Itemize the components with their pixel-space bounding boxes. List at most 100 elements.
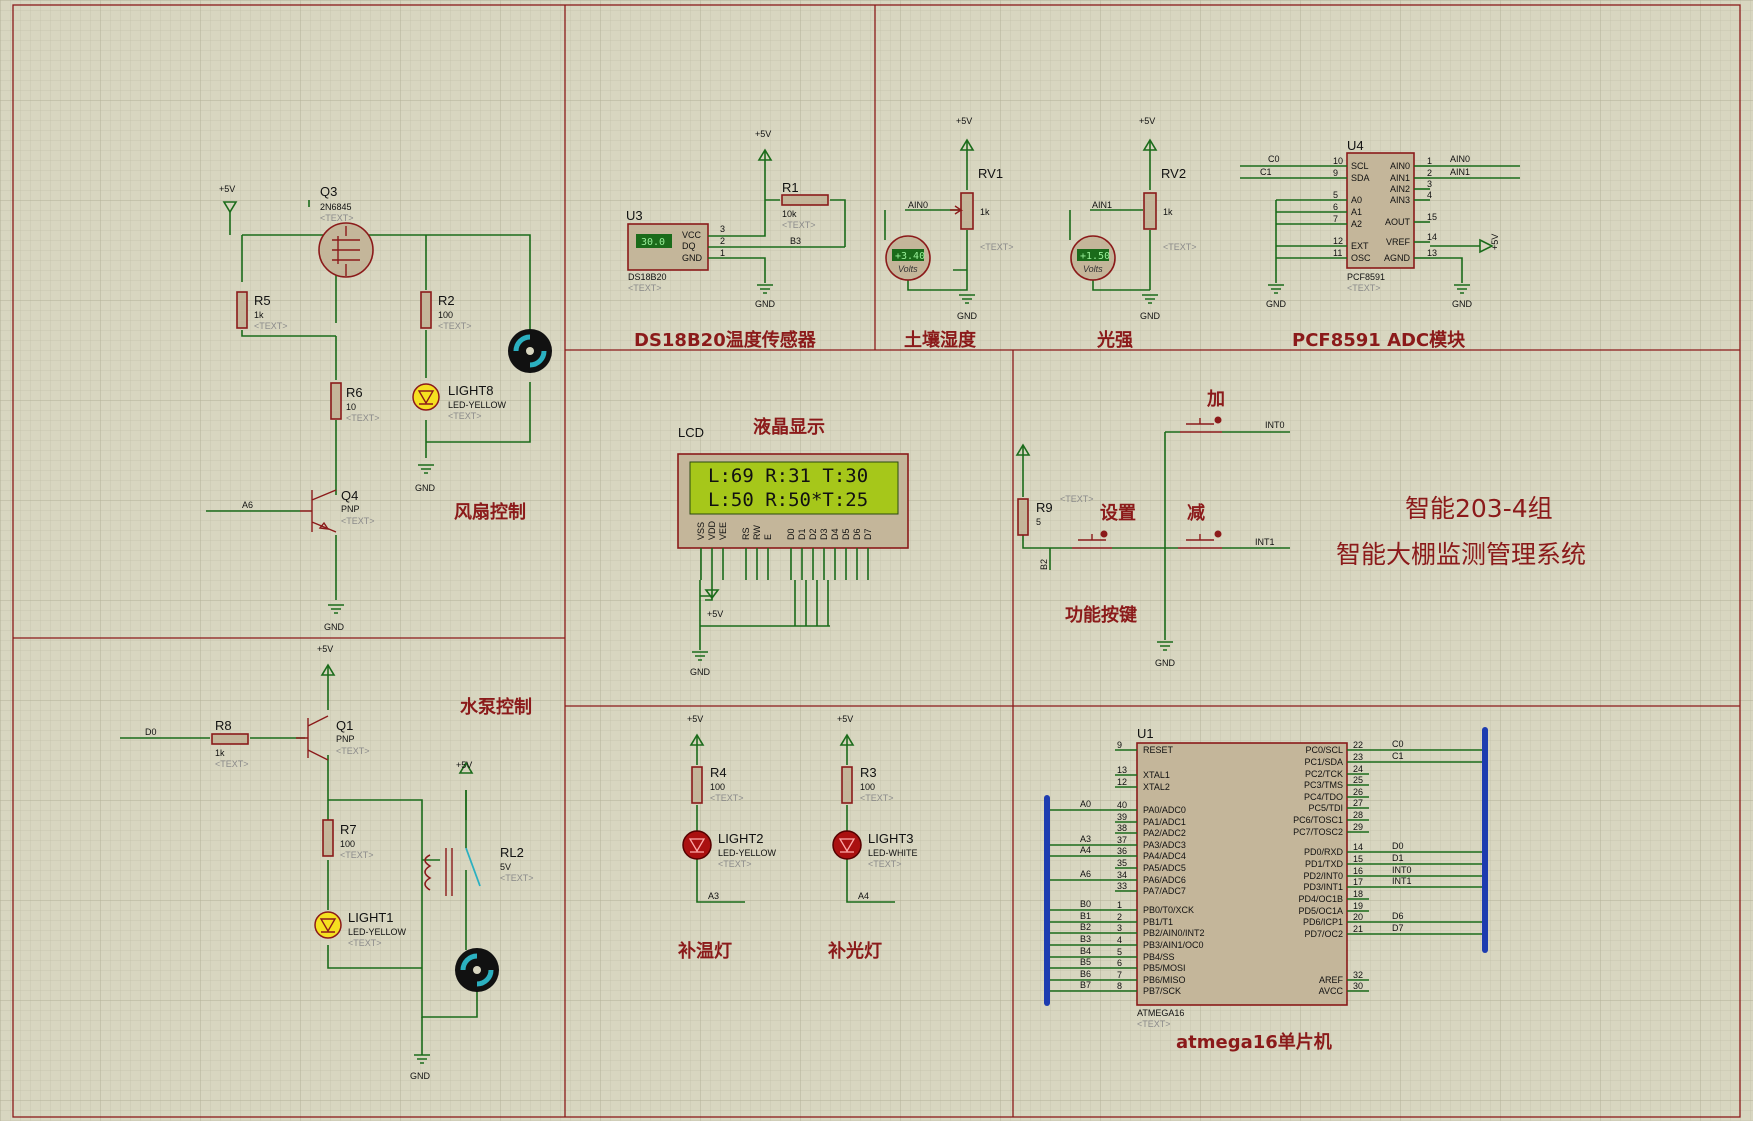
system-name: 智能大棚监测管理系统 bbox=[1336, 540, 1586, 569]
u1-pin-name: PC2/TCK bbox=[1305, 769, 1343, 779]
u4-pin-name: SDA bbox=[1351, 173, 1370, 183]
u1-pin-number: 36 bbox=[1117, 846, 1127, 856]
u1-pin-name: PB4/SS bbox=[1143, 952, 1175, 962]
u1-pin-name: PD1/TXD bbox=[1305, 859, 1344, 869]
svg-text:100: 100 bbox=[860, 782, 875, 792]
section-title-adc: PCF8591 ADC模块 bbox=[1292, 329, 1466, 351]
svg-text:3: 3 bbox=[720, 224, 725, 234]
svg-text:<TEXT>: <TEXT> bbox=[1137, 1019, 1171, 1029]
u1-pin-name: XTAL2 bbox=[1143, 782, 1170, 792]
svg-text:+5V: +5V bbox=[1490, 234, 1500, 250]
section-title-light: 光强 bbox=[1096, 329, 1133, 351]
svg-text:ATMEGA16: ATMEGA16 bbox=[1137, 1008, 1184, 1018]
net-label: D6 bbox=[1392, 911, 1404, 921]
svg-text:10: 10 bbox=[346, 402, 356, 412]
u1-pin-number: 23 bbox=[1353, 752, 1363, 762]
svg-text:GND: GND bbox=[324, 622, 345, 632]
key-plus-button[interactable] bbox=[1180, 416, 1222, 433]
u4-pin-name: SCL bbox=[1351, 161, 1369, 171]
u1-pin-number: 39 bbox=[1117, 812, 1127, 822]
resistor-r8 bbox=[211, 733, 249, 745]
resistor-r4 bbox=[691, 766, 703, 804]
u1-pin-number: 22 bbox=[1353, 740, 1363, 750]
u1-pin-number: 35 bbox=[1117, 858, 1127, 868]
lcd-pin-name: D3 bbox=[819, 528, 829, 540]
u4-pin-name: A1 bbox=[1351, 207, 1362, 217]
u1-pin-number: 19 bbox=[1353, 901, 1363, 911]
soil-moisture-circuit: +5V RV1 1k <TEXT> AIN0 +3.40 Volts GND 土… bbox=[884, 116, 1014, 351]
u1-pin-name: PD7/OC2 bbox=[1304, 929, 1343, 939]
u4-pin-name: AIN1 bbox=[1390, 173, 1410, 183]
svg-text:GND: GND bbox=[1140, 311, 1161, 321]
svg-text:<TEXT>: <TEXT> bbox=[1060, 494, 1094, 504]
net-label: A0 bbox=[1080, 799, 1091, 809]
u1-pin-number: 1 bbox=[1117, 900, 1122, 910]
u1-pin-number: 7 bbox=[1117, 970, 1122, 980]
svg-text:R1: R1 bbox=[782, 180, 799, 195]
section-title-keys: 功能按键 bbox=[1065, 604, 1137, 626]
u1-pin-name: PD3/INT1 bbox=[1303, 882, 1343, 892]
svg-text:10k: 10k bbox=[782, 209, 797, 219]
svg-text:100: 100 bbox=[438, 310, 453, 320]
pcf8591-chip bbox=[1346, 152, 1415, 269]
u1-pin-name: PD4/OC1B bbox=[1298, 894, 1343, 904]
potentiometer-rv1 bbox=[960, 192, 974, 230]
svg-text:+1.50: +1.50 bbox=[1080, 251, 1110, 262]
u1-pin-name: PB1/T1 bbox=[1143, 917, 1173, 927]
svg-text:GND: GND bbox=[682, 253, 703, 263]
u1-pin-name: PB2/AIN0/INT2 bbox=[1143, 928, 1205, 938]
svg-text:U4: U4 bbox=[1347, 138, 1364, 153]
key-set-button[interactable] bbox=[1072, 530, 1112, 549]
net-label: B7 bbox=[1080, 980, 1091, 990]
q3-ref: Q3 bbox=[320, 184, 337, 199]
u1-pin-number: 30 bbox=[1353, 981, 1363, 991]
svg-text:1k: 1k bbox=[254, 310, 264, 320]
section-title-fan: 风扇控制 bbox=[454, 501, 526, 523]
lcd-pin-name: D1 bbox=[797, 528, 807, 540]
svg-text:5: 5 bbox=[1036, 517, 1041, 527]
u1-pin-name: PD0/RXD bbox=[1304, 847, 1344, 857]
u1-pin-number: 4 bbox=[1117, 935, 1122, 945]
u1-pin-name: PA0/ADC0 bbox=[1143, 805, 1186, 815]
u1-pin-name: PC6/TOSC1 bbox=[1293, 815, 1343, 825]
svg-text:LIGHT3: LIGHT3 bbox=[868, 831, 914, 846]
svg-text:+5V: +5V bbox=[456, 760, 472, 770]
u1-pin-name: PA4/ADC4 bbox=[1143, 851, 1186, 861]
u1-pin-number: 15 bbox=[1353, 854, 1363, 864]
u1-pin-number: 33 bbox=[1117, 881, 1127, 891]
svg-text:C1: C1 bbox=[1260, 167, 1272, 177]
u4-pin-number: 6 bbox=[1333, 202, 1338, 212]
svg-text:1k: 1k bbox=[215, 748, 225, 758]
svg-text:+5V: +5V bbox=[837, 714, 853, 724]
svg-text:+5V: +5V bbox=[707, 609, 723, 619]
svg-text:<TEXT>: <TEXT> bbox=[254, 321, 288, 331]
svg-text:A6: A6 bbox=[242, 500, 253, 510]
key-minus-button[interactable] bbox=[1178, 530, 1222, 549]
net-label: B1 bbox=[1080, 911, 1091, 921]
svg-text:<TEXT>: <TEXT> bbox=[710, 793, 744, 803]
svg-text:Q1: Q1 bbox=[336, 718, 353, 733]
net-label: B2 bbox=[1080, 922, 1091, 932]
svg-text:<TEXT>: <TEXT> bbox=[336, 746, 370, 756]
u1-pin-number: 27 bbox=[1353, 798, 1363, 808]
net-label: D7 bbox=[1392, 923, 1404, 933]
u4-pin-number: 12 bbox=[1333, 236, 1343, 246]
svg-text:AIN0: AIN0 bbox=[1450, 154, 1470, 164]
net-label: B4 bbox=[1080, 946, 1091, 956]
lamp-circuits: +5V +5V R4 100 <TEXT> LIGHT2 LED-YELLOW … bbox=[677, 714, 918, 962]
key-label-minus: 减 bbox=[1187, 502, 1205, 524]
svg-text:RV2: RV2 bbox=[1161, 166, 1186, 181]
u1-pin-number: 8 bbox=[1117, 981, 1122, 991]
u1-pin-name: PA2/ADC2 bbox=[1143, 828, 1186, 838]
net-label: C0 bbox=[1392, 739, 1404, 749]
u1-pin-number: 37 bbox=[1117, 835, 1127, 845]
section-title-lcd: 液晶显示 bbox=[753, 416, 825, 438]
svg-text:+5V: +5V bbox=[687, 714, 703, 724]
lcd-pin-name: VSS bbox=[696, 522, 706, 540]
u1-pin-number: 20 bbox=[1353, 912, 1363, 922]
svg-text:<TEXT>: <TEXT> bbox=[448, 411, 482, 421]
lcd-pin-name: E bbox=[763, 534, 773, 540]
svg-text:GND: GND bbox=[1155, 658, 1176, 668]
